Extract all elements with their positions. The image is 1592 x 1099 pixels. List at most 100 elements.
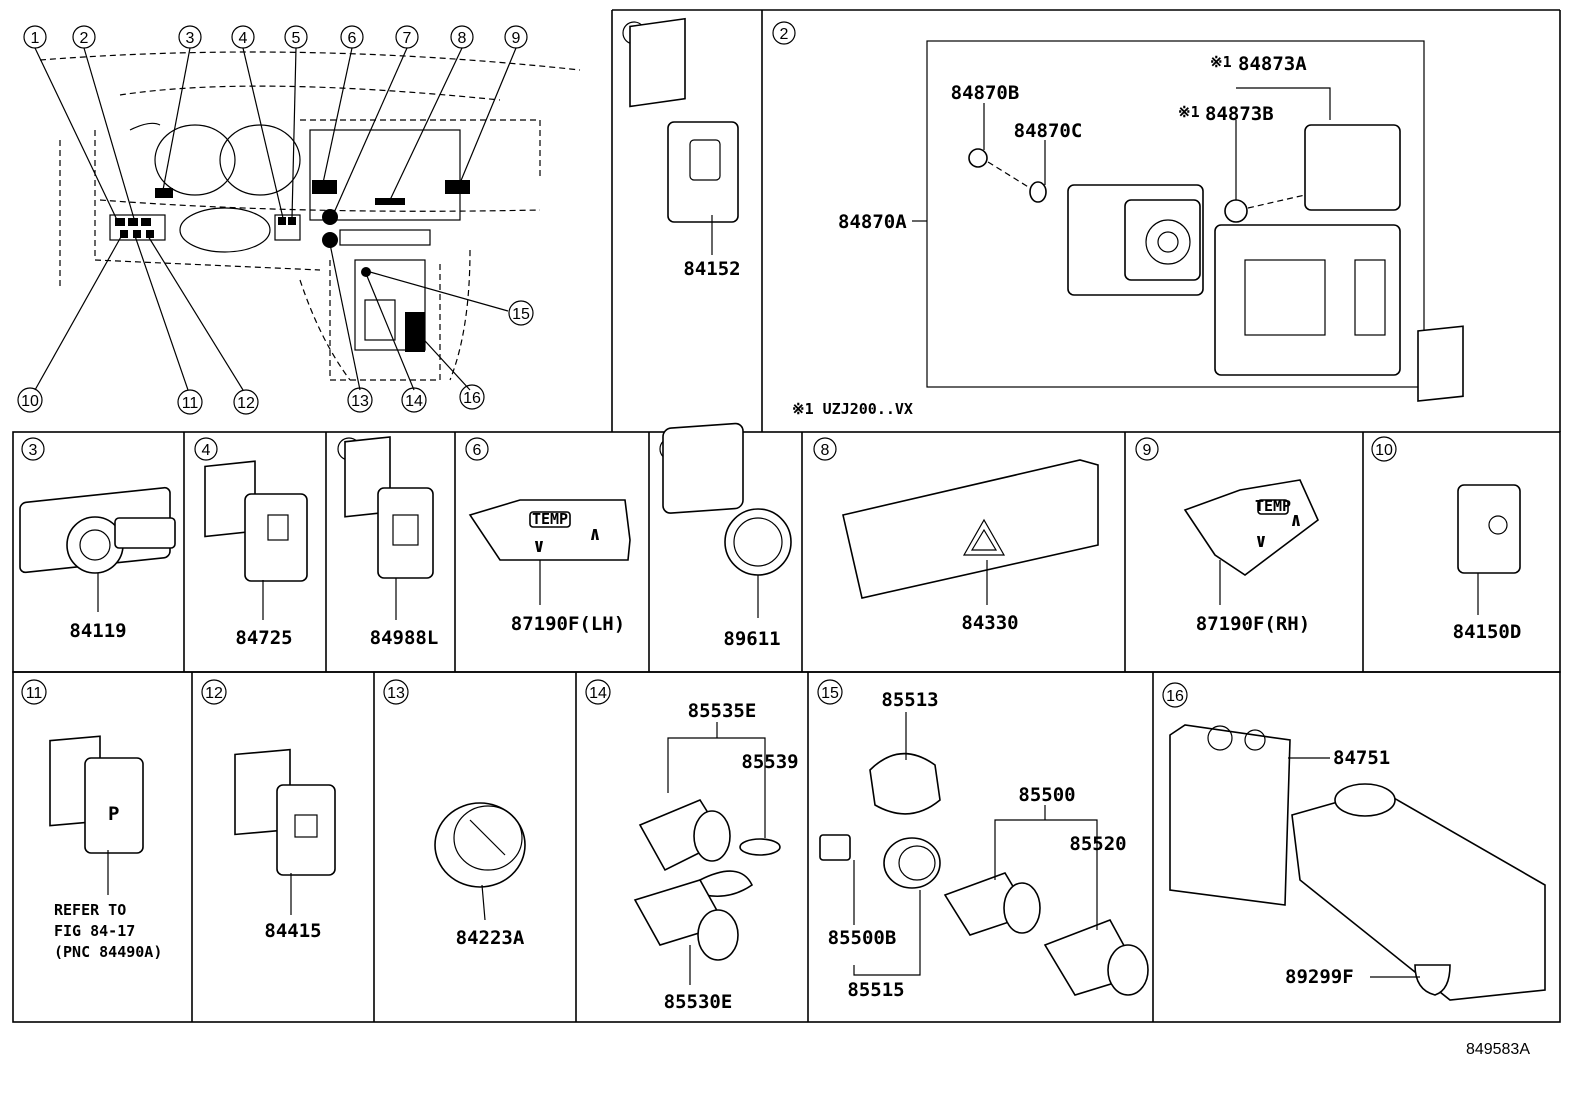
part-84873B: 84873B <box>1205 103 1274 125</box>
part-84415: 84415 <box>264 920 321 942</box>
dashboard-overview <box>34 47 581 391</box>
socket-assembly-drawing <box>633 799 781 961</box>
svg-text:10: 10 <box>21 393 39 410</box>
panel-16-callout: 16 <box>1162 682 1188 708</box>
svg-text:4: 4 <box>202 442 211 459</box>
up-arrow-icon: ∧ <box>1290 509 1301 531</box>
panel-6: 6 TEMP ∨ ∧ 87190F(LH) <box>465 437 631 635</box>
svg-text:8: 8 <box>458 30 467 47</box>
callout-16: 16 <box>459 384 485 410</box>
callout-6: 6 <box>340 25 364 49</box>
callout-12: 12 <box>233 389 259 415</box>
callout-14: 14 <box>401 387 427 413</box>
panel-16-leaders <box>1288 757 1420 978</box>
panel-10-callout: 10 <box>1371 436 1397 462</box>
knob-84223A-drawing <box>434 802 526 921</box>
dashboard-details <box>109 122 461 351</box>
part-84873A: 84873A <box>1238 53 1307 75</box>
callout-1: 1 <box>23 25 47 49</box>
panel-4: 4 84725 <box>194 437 308 649</box>
part-84152: 84152 <box>683 258 740 280</box>
callout-9: 9 <box>504 25 528 49</box>
svg-text:13: 13 <box>387 685 405 702</box>
switch-84490A-drawing: P <box>49 735 144 895</box>
svg-text:6: 6 <box>348 30 357 47</box>
console-switch-drawing <box>1169 724 1546 1001</box>
panel-9: 9 TEMP ∨ ∧ 87190F(RH) <box>1135 437 1319 635</box>
callout-8: 8 <box>450 25 474 49</box>
parking-p-icon: P <box>108 803 119 825</box>
panel-14-callout: 14 <box>585 679 611 705</box>
temp-switch-lh-drawing: TEMP ∨ ∧ <box>468 499 631 605</box>
callout-7: 7 <box>395 25 419 49</box>
panel-2-inset-box <box>926 40 1425 388</box>
panel-5: 5 84988L <box>337 436 439 649</box>
down-arrow-icon: ∨ <box>1255 530 1266 552</box>
part-89299F: 89299F <box>1285 966 1354 988</box>
part-85539: 85539 <box>741 751 798 773</box>
svg-text:13: 13 <box>351 393 369 410</box>
switch-84119-drawing <box>19 486 176 612</box>
start-button-drawing <box>662 422 792 618</box>
panel-7: 7 89611 <box>659 422 792 650</box>
panel-3-callout: 3 <box>21 437 45 461</box>
svg-text:12: 12 <box>205 685 223 702</box>
part-84870A: 84870A <box>838 211 907 233</box>
hazard-switch-drawing <box>842 459 1099 605</box>
callout-15: 15 <box>508 300 534 326</box>
part-85513: 85513 <box>881 689 938 711</box>
svg-text:2: 2 <box>780 26 789 43</box>
temp-switch-rh-drawing: TEMP ∨ ∧ <box>1183 479 1319 605</box>
overview-leaders <box>34 47 517 391</box>
svg-text:8: 8 <box>821 442 830 459</box>
temp-label-lh: TEMP <box>532 510 568 528</box>
panel-14: 14 85535E 85539 85530E <box>585 679 799 1013</box>
part-84988L: 84988L <box>370 627 439 649</box>
panel-borders <box>12 9 1561 1023</box>
part-85535E: 85535E <box>688 700 757 722</box>
overview-callouts: 1 2 3 4 5 6 7 8 9 10 11 12 13 14 15 16 <box>17 25 534 415</box>
part-85515: 85515 <box>847 979 904 1001</box>
panel-2-leaders <box>912 87 1331 222</box>
panel-6-callout: 6 <box>465 437 489 461</box>
svg-text:9: 9 <box>512 30 521 47</box>
svg-text:11: 11 <box>182 395 199 412</box>
panel-11: 11 P REFER TO FIG 84-17 (PNC 84490A) <box>21 679 162 961</box>
panel-15-leaders <box>853 712 1098 976</box>
panel-12: 12 84415 <box>201 679 336 942</box>
svg-text:16: 16 <box>463 390 481 407</box>
part-87190F-RH: 87190F(RH) <box>1196 613 1310 635</box>
panel-13-callout: 13 <box>383 679 409 705</box>
callout-11: 11 <box>177 389 203 415</box>
svg-text:4: 4 <box>239 30 248 47</box>
svg-text:3: 3 <box>29 442 38 459</box>
drawing-id: 849583A <box>1466 1041 1530 1058</box>
callout-4: 4 <box>231 25 255 49</box>
panel-11-callout: 11 <box>21 679 47 705</box>
up-arrow-icon: ∧ <box>589 523 600 545</box>
svg-text:14: 14 <box>405 393 423 410</box>
switch-84725-drawing <box>204 460 308 620</box>
part-84223A: 84223A <box>456 927 525 949</box>
panel-3: 3 84119 <box>19 437 176 642</box>
svg-text:3: 3 <box>186 30 195 47</box>
part-85500: 85500 <box>1018 784 1075 806</box>
svg-text:11: 11 <box>26 685 43 702</box>
panel-16: 16 84751 89299F <box>1162 682 1546 1001</box>
part-84119: 84119 <box>69 620 126 642</box>
refer-line-2: FIG 84-17 <box>54 922 135 940</box>
panel-10: 10 84150D <box>1371 325 1521 643</box>
refer-line-1: REFER TO <box>54 901 126 919</box>
switch-84150D-drawing <box>1417 325 1521 615</box>
down-arrow-icon: ∨ <box>533 535 544 557</box>
dashboard-switch-markers <box>115 180 470 352</box>
svg-text:6: 6 <box>473 442 482 459</box>
mark-84873A: ※1 <box>1210 53 1232 71</box>
panel-12-callout: 12 <box>201 679 227 705</box>
callout-5: 5 <box>284 25 308 49</box>
part-85520: 85520 <box>1069 833 1126 855</box>
dashboard-outline <box>39 51 581 381</box>
temp-label-rh: TEMP <box>1255 497 1291 515</box>
panel-8-callout: 8 <box>813 437 837 461</box>
